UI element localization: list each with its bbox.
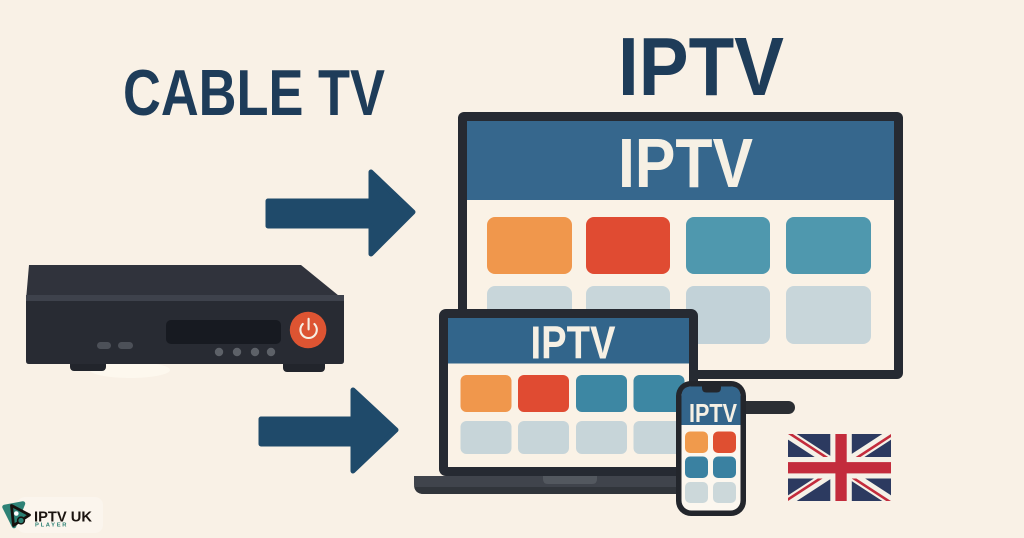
svg-text:IPTV: IPTV [531,317,616,369]
svg-text:PLAYER: PLAYER [35,522,68,528]
svg-text:IPTV UK: IPTV UK [34,510,92,526]
svg-text:CABLE TV: CABLE TV [123,56,385,129]
svg-text:IPTV: IPTV [618,124,753,202]
svg-text:IPTV: IPTV [618,20,784,113]
svg-text:IPTV: IPTV [689,398,738,428]
